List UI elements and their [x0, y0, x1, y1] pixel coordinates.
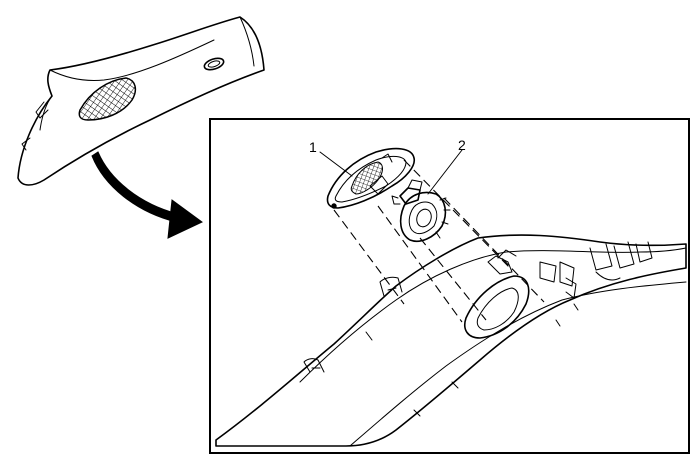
- detail-view: [215, 234, 687, 447]
- speaker-mount-recess: [464, 249, 530, 339]
- oval-switch: [203, 57, 225, 71]
- arrow-shaft: [91, 151, 179, 223]
- arrow-head: [167, 199, 203, 239]
- grille-cover-mesh: [350, 161, 383, 195]
- speaker-grille-cover: [326, 147, 416, 209]
- pillar-trim-outline: [17, 16, 265, 186]
- callout-2: 2: [427, 137, 466, 195]
- callout-arrow: [91, 151, 203, 239]
- callout-label-2: 2: [458, 137, 466, 153]
- speaker-grille: [78, 77, 137, 121]
- pillar-trim-detail: [215, 234, 687, 447]
- speaker-assembly: [391, 179, 451, 242]
- pillar-trim-overview: [17, 16, 265, 186]
- callout-1: 1: [309, 139, 353, 177]
- retainer-clips: [303, 276, 403, 373]
- alignment-guides: [333, 159, 545, 323]
- detail-frame: [209, 118, 690, 454]
- callout-label-1: 1: [309, 139, 317, 155]
